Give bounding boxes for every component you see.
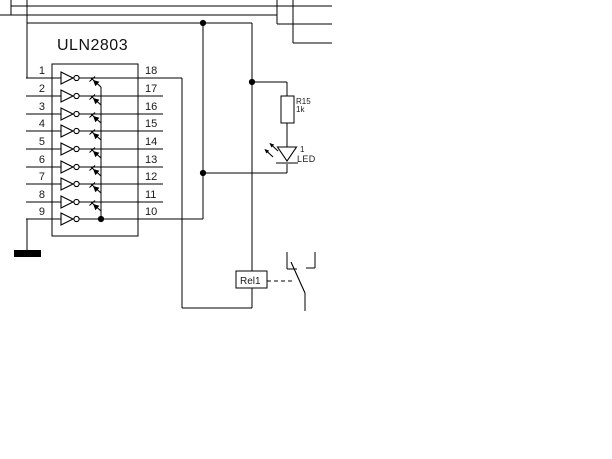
output-inversion-circle xyxy=(73,110,80,118)
flyback-diode xyxy=(89,112,102,124)
pin-number-right: 17 xyxy=(145,83,157,95)
led-arrowhead xyxy=(269,143,275,148)
output-inversion-circle xyxy=(73,163,80,171)
diode-cathode-bar xyxy=(89,182,96,188)
buffer-triangle xyxy=(60,71,75,85)
output-inversion-circle xyxy=(73,74,80,82)
output-inversion-circle xyxy=(73,215,80,223)
pin-number-left: 6 xyxy=(39,154,45,166)
led-arrowhead xyxy=(264,149,270,154)
flyback-diode xyxy=(89,94,102,106)
resistor-value-label: 1k xyxy=(296,105,305,114)
flyback-diode xyxy=(89,182,102,194)
ic-channel-row: 8 11 xyxy=(26,189,163,212)
diode-cathode-bar xyxy=(89,165,96,171)
pin-number-left: 5 xyxy=(39,136,45,148)
ic-uln2803: ULN2803 1 18 2 17 3 16 4 15 5 14 6 13 7 12 8 11 9 10 xyxy=(26,37,203,237)
diode-cathode-bar xyxy=(89,147,96,153)
switch-lever xyxy=(290,261,306,294)
diode-arrow xyxy=(93,98,100,105)
junction-dots xyxy=(97,19,256,223)
junction-dot xyxy=(199,169,207,177)
output-inversion-circle xyxy=(73,180,80,188)
pin-number-left: 8 xyxy=(39,189,45,201)
flyback-diode xyxy=(89,200,102,212)
ic-channel-row: 3 16 xyxy=(26,101,163,124)
ic-channel-row: 5 14 xyxy=(26,136,163,159)
pin-number-left: 1 xyxy=(39,65,45,77)
junction-dot xyxy=(97,215,105,223)
junction-dot xyxy=(199,19,207,27)
top-bus-wires xyxy=(0,0,332,44)
buffer-triangle xyxy=(60,160,75,174)
pin-number-right: 11 xyxy=(145,189,156,201)
relay-coil-box xyxy=(235,270,268,289)
diode-cathode-bar xyxy=(89,200,96,206)
ic-channel-row: 7 12 xyxy=(26,171,163,194)
relay-rel1: Rel1 xyxy=(235,270,292,289)
ground-bar xyxy=(14,250,41,257)
junction-dot xyxy=(248,78,256,86)
resistor-ref-label: R15 xyxy=(296,97,311,106)
resistor-body xyxy=(280,95,295,124)
buffer-triangle xyxy=(60,177,75,191)
diode-cathode-bar xyxy=(89,76,96,82)
diode-arrow xyxy=(93,186,100,193)
resistor-r15: R15 1k xyxy=(252,81,311,147)
led-emission-arrows xyxy=(264,143,279,158)
output-inversion-circle xyxy=(73,145,80,153)
ic-channel-rows: 1 18 2 17 3 16 4 15 5 14 6 13 7 12 8 11 9 10 xyxy=(26,65,203,226)
buffer-triangle xyxy=(60,89,75,103)
diode-arrow xyxy=(93,116,100,123)
circuit-wires xyxy=(26,0,253,309)
diode-cathode-bar xyxy=(89,94,96,100)
pin-number-right: 12 xyxy=(145,171,157,183)
buffer-triangle xyxy=(60,124,75,138)
led-triangle xyxy=(276,146,298,162)
flyback-diode xyxy=(89,76,102,88)
flyback-diode xyxy=(89,165,102,177)
ground-symbol xyxy=(14,219,41,257)
output-inversion-circle xyxy=(73,92,80,100)
diode-cathode-bar xyxy=(89,112,96,118)
pin-number-left: 9 xyxy=(39,206,45,218)
flyback-diode xyxy=(89,147,102,159)
buffer-triangle xyxy=(60,142,75,156)
ic-channel-row: 2 17 xyxy=(26,83,163,106)
pin-number-left: 7 xyxy=(39,171,45,183)
diode-arrow xyxy=(93,204,100,211)
led-name-label: LED xyxy=(297,154,316,164)
led-symbol: 1 LED xyxy=(203,143,316,174)
output-inversion-circle xyxy=(73,198,80,206)
diode-cathode-bar xyxy=(89,129,96,135)
pin-number-right: 15 xyxy=(145,118,157,130)
buffer-triangle xyxy=(60,212,75,226)
pin-number-right: 10 xyxy=(145,206,157,218)
buffer-triangle xyxy=(60,195,75,209)
relay-switch-contact xyxy=(286,252,316,311)
diode-arrow xyxy=(93,151,100,158)
pin-number-left: 4 xyxy=(39,118,45,130)
pin-number-right: 18 xyxy=(145,65,157,77)
diode-arrow xyxy=(93,169,100,176)
led-designator-label: 1 xyxy=(300,145,305,154)
pin-number-right: 16 xyxy=(145,101,157,113)
pin-number-left: 3 xyxy=(39,101,45,113)
ic-title: ULN2803 xyxy=(57,37,128,54)
buffer-triangle xyxy=(60,107,75,121)
diode-arrow xyxy=(93,80,100,87)
pin-number-left: 2 xyxy=(39,83,45,95)
diode-arrow xyxy=(93,133,100,140)
ic-channel-row: 1 18 xyxy=(26,65,182,88)
pin-number-right: 13 xyxy=(145,154,157,166)
flyback-diode xyxy=(89,129,102,141)
output-inversion-circle xyxy=(73,127,80,135)
ic-channel-row: 4 15 xyxy=(26,118,163,141)
relay-ref-label: Rel1 xyxy=(240,276,261,287)
pin-number-right: 14 xyxy=(145,136,157,148)
ic-channel-row: 6 13 xyxy=(26,154,163,177)
